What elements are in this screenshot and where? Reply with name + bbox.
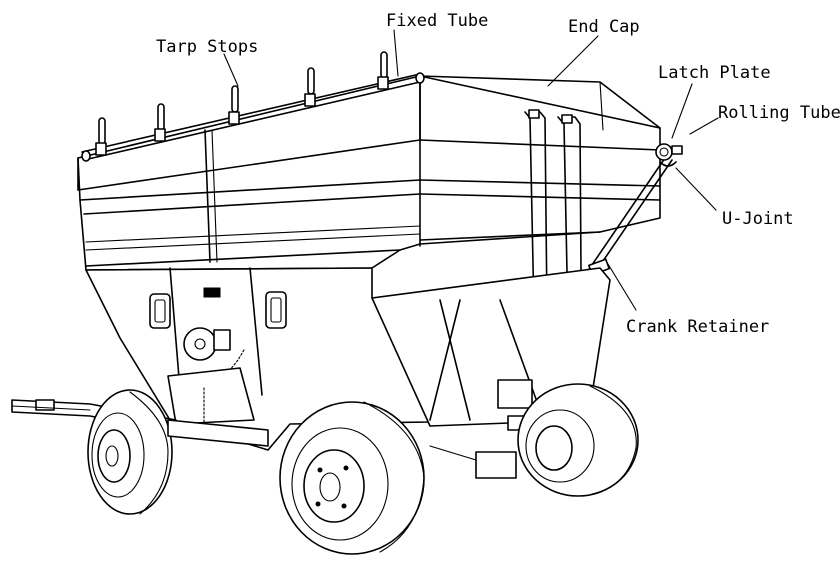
ladder-hook-right — [561, 114, 573, 124]
label-rolling-tube: Rolling Tube — [718, 103, 840, 123]
end-cap-crease — [599, 81, 604, 131]
front-band-5 — [85, 249, 401, 267]
leader-tarp-stops — [223, 53, 239, 87]
label-end-cap: End Cap — [568, 17, 640, 37]
side-handle-right — [265, 291, 287, 329]
label-crank-retainer: Crank Retainer — [626, 317, 769, 337]
spec-plate — [203, 287, 221, 298]
front-band-1 — [79, 179, 421, 201]
front-right-wheel — [279, 401, 425, 555]
fixed-tube-bottom — [83, 81, 421, 161]
frame-bracket — [497, 379, 533, 409]
rolling-tube-end — [655, 143, 673, 161]
leader-latch-plate — [671, 83, 693, 139]
gate-crank-box — [213, 329, 231, 351]
tarp-stop-3 — [228, 85, 240, 125]
tarp-stop-1 — [95, 117, 107, 156]
front-band-4 — [85, 233, 421, 251]
frame-strut-3 — [499, 299, 541, 411]
side-band-2 — [419, 193, 661, 201]
rear-axle-hub — [429, 445, 517, 479]
leader-crank-retainer — [607, 263, 637, 311]
leader-fixed-tube — [393, 29, 399, 77]
hopper-box — [77, 75, 661, 271]
leader-u-joint — [675, 167, 717, 211]
fixed-tube-top — [81, 73, 421, 153]
side-band-3 — [419, 231, 601, 241]
fixed-tube-end — [415, 72, 425, 84]
hitch-clip — [35, 399, 55, 411]
hopper-outline — [77, 75, 661, 271]
hopper-seam-1 — [169, 267, 181, 391]
latch-plate-part — [671, 145, 683, 155]
frame-strut-1 — [439, 299, 471, 421]
u-joint-part — [659, 161, 677, 167]
rear-right-wheel — [517, 383, 639, 497]
side-handle-left — [149, 293, 171, 329]
label-fixed-tube: Fixed Tube — [386, 11, 488, 31]
side-band-1 — [419, 179, 661, 187]
label-latch-plate: Latch Plate — [658, 63, 771, 83]
front-divider-2 — [211, 129, 218, 263]
ladder-hook-left — [528, 109, 540, 119]
label-tarp-stops: Tarp Stops — [156, 37, 258, 57]
fixed-tube-assembly — [81, 51, 425, 162]
front-divider — [204, 129, 211, 263]
front-band-3 — [85, 225, 421, 243]
leader-rolling-tube — [689, 117, 719, 135]
side-lower-panel — [371, 267, 611, 427]
tarp-stop-4 — [304, 67, 316, 107]
frame-strut-2 — [429, 299, 461, 421]
tarp-stop-2 — [154, 103, 166, 142]
hopper-seam-2 — [249, 267, 263, 396]
gate-crank-wheel — [183, 327, 217, 361]
callout-leaders — [223, 29, 719, 311]
front-band-2 — [83, 193, 421, 215]
hopper-top-side-edge — [419, 139, 661, 151]
rolling-tube-inner — [659, 147, 669, 157]
front-left-wheel — [87, 389, 173, 515]
safety-chain — [224, 349, 245, 383]
gate-block — [167, 367, 255, 425]
fixed-tube-start — [81, 150, 91, 162]
tarp-stop-5 — [377, 51, 389, 90]
label-u-joint: U-Joint — [722, 209, 794, 229]
leader-end-cap — [547, 35, 599, 87]
front-axle-beam — [167, 419, 269, 447]
